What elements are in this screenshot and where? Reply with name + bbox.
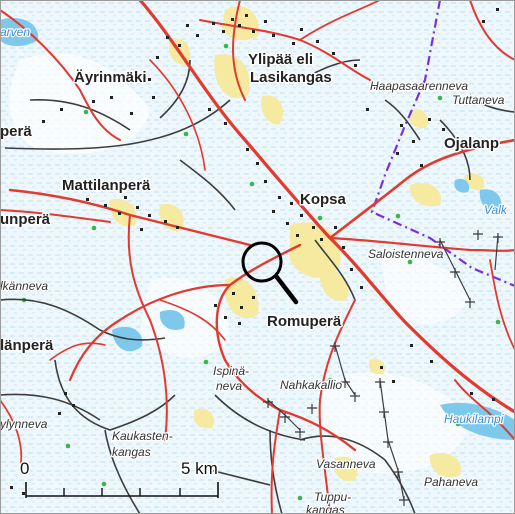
magnifier-icon[interactable] [241,241,299,305]
power-line [263,230,503,506]
buildings [10,8,499,495]
mire-label: Nahkakallio [280,378,342,392]
place-label-kopsa: Kopsa [300,191,347,208]
mire-label: Ispinä- [213,364,249,378]
scale-bar: 0 5 km [19,458,219,498]
mire-labels: Haapasaarenneva Tuttaneva Saloistenneva … [0,78,506,514]
place-label-lasikangas: Lasikangas [250,69,332,86]
place-label-ojalanp: Ojalanp [444,135,499,152]
place-label-ayrinmaki: Äyrinmäki [74,69,147,86]
place-label-unpera: unperä [0,211,51,228]
scale-end-label: 5 km [181,459,218,478]
mire-label: ylynneva [0,417,48,431]
lakes [0,18,515,440]
place-label-lanpera: länperä [0,337,54,354]
mire-label: neva [216,379,242,393]
place-label-ylipaa: Ylipää eli [248,51,313,68]
place-label-mattilanpera: Mattilanperä [62,177,151,194]
place-label-pera: perä [0,123,32,140]
green-dots [21,43,501,501]
lake-label: arven [0,25,30,39]
mire-label: Haapasaarenneva [370,79,468,93]
mire-label: Tuttaneva [452,93,505,107]
lake-label: Haukilampi [444,412,504,426]
mire-label: Kaukasten- [112,429,173,443]
lake-labels: arven Valk Haukilampi [0,24,509,428]
mire-label: Pahaneva [424,475,478,489]
place-labels: Äyrinmäki Ylipää eli Lasikangas perä Oja… [0,50,501,356]
scale-start-label: 0 [20,459,29,478]
mire-label: Vasanneva [316,457,376,471]
mire-label: Tuppu- [314,490,351,504]
secondary-roads [0,59,515,514]
lake-label: Valk [484,203,508,217]
mire-label: Saloistenneva [368,247,444,261]
municipal-boundary [370,0,515,288]
mire-label: lkänneva [0,279,48,293]
place-label-romupera: Romuperä [267,313,342,330]
mire-label: kangas [112,445,151,459]
mire-label: kangas [306,503,345,514]
